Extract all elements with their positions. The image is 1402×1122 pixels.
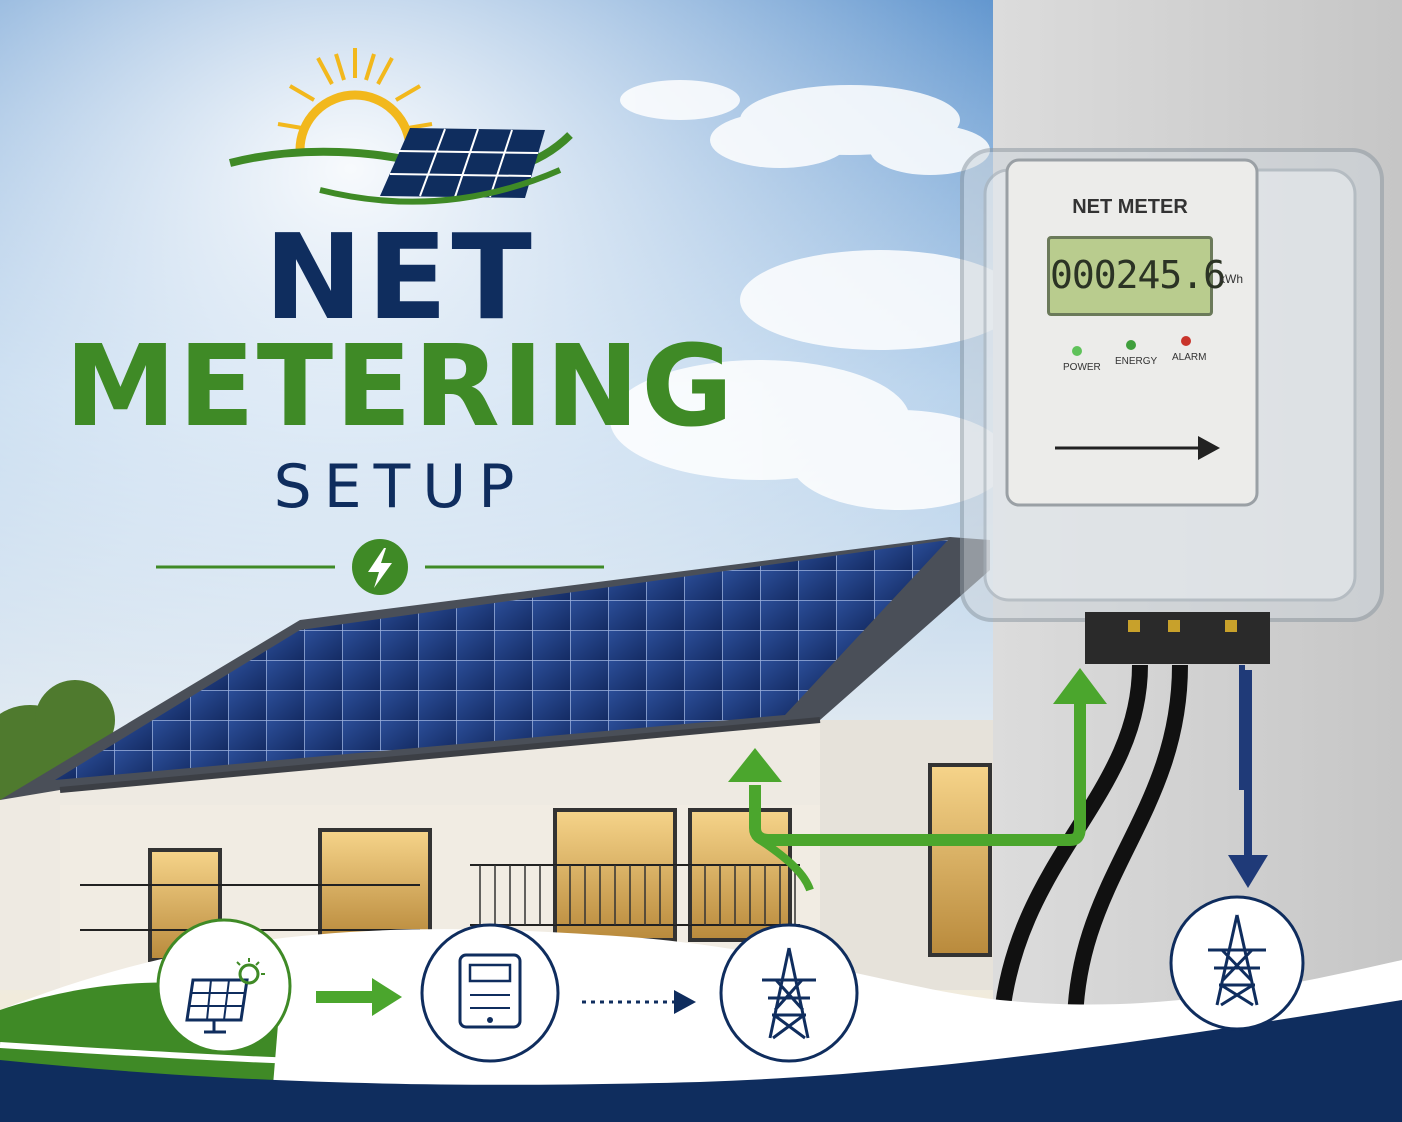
grid-tower-icon — [1169, 895, 1305, 1031]
title-setup: SETUP — [273, 452, 527, 522]
title-metering: METERING — [64, 322, 736, 452]
transmission-tower-icon — [719, 923, 859, 1063]
meter-display: 000245.6 — [1047, 236, 1226, 316]
sun-icon — [277, 48, 433, 151]
solar-panel-icon-circle — [156, 918, 292, 1054]
meter-direction-arrow — [1198, 436, 1220, 460]
solar-array — [55, 540, 948, 780]
export-flow-arrow — [749, 690, 1086, 846]
solar-panel-icon — [380, 128, 545, 198]
title-block: NET METERING SETUP — [0, 0, 800, 620]
meter-label: NET METER — [1072, 196, 1188, 218]
indicator-power: POWER — [1063, 362, 1101, 373]
clouds — [610, 80, 1020, 510]
title-net: NET — [264, 208, 536, 346]
indicator-alarm: ALARM — [1172, 352, 1207, 363]
meter-reading: 000245.6 — [1050, 253, 1226, 297]
meter-icon — [420, 923, 560, 1063]
meter-unit: kWh — [1219, 272, 1243, 286]
indicator-energy: ENERGY — [1115, 356, 1158, 367]
